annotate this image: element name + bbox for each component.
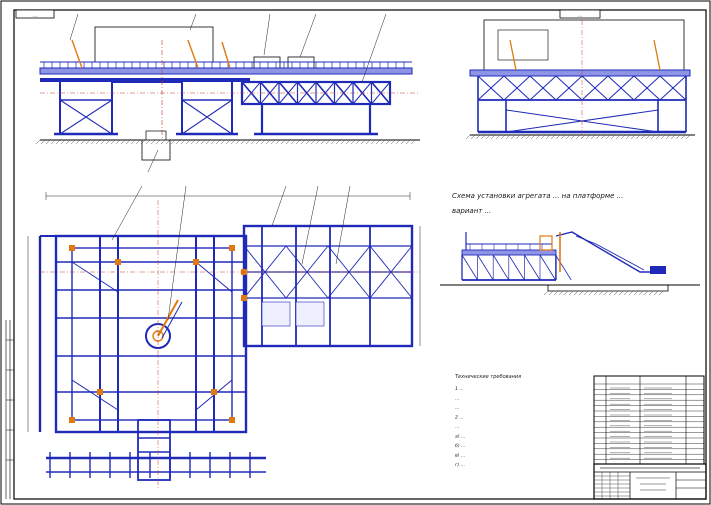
scheme-caption-line2: вариант ... — [452, 207, 491, 215]
deck-beam — [39, 67, 413, 75]
scheme-caption-line1: Схема установки агрегата ... на платформ… — [452, 192, 623, 200]
side-elevation-view — [35, 13, 420, 173]
note-line: в) ... — [455, 453, 465, 459]
front-elevation-view — [465, 19, 695, 140]
note-line: 2 ... — [455, 415, 464, 421]
inner-frame — [13, 9, 707, 500]
note-line: б) ... — [455, 443, 465, 449]
stamp-top-left — [15, 9, 55, 19]
stamp-top-right-text: ... — [578, 13, 583, 19]
specification-table — [593, 375, 705, 465]
notes-header: Технические требования — [455, 374, 521, 380]
binding-strip-cells — [6, 339, 14, 461]
plan-view — [27, 185, 421, 490]
cabin-block — [94, 26, 214, 63]
note-line: г) ... — [455, 462, 465, 468]
installation-scheme-view — [440, 231, 700, 296]
lower-deck-beam — [40, 78, 250, 82]
note-line: ... — [455, 425, 459, 430]
note-line: 1 ... — [455, 386, 464, 392]
note-line: ... — [455, 406, 459, 411]
stamp-top-right — [559, 9, 601, 19]
stamp-top-left-text: ... — [33, 13, 38, 19]
notes-list: 1 ......... 2 ...... а) ... б) ... в) ... г) … — [455, 386, 465, 468]
title-block — [593, 387, 707, 500]
note-line: ... — [455, 397, 459, 402]
note-line: а) ... — [455, 434, 465, 440]
